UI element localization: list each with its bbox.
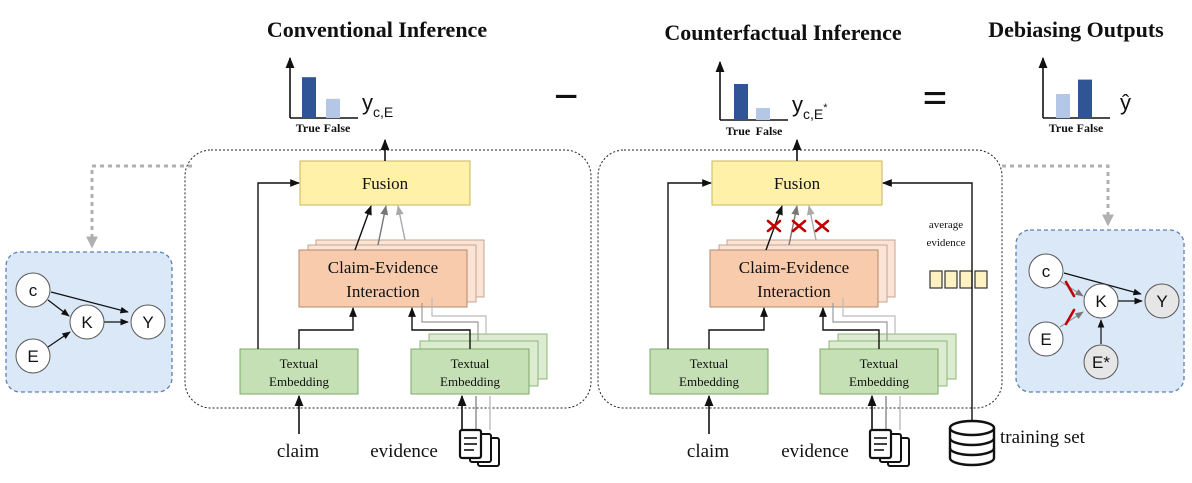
svg-text:Textual: Textual: [451, 356, 490, 371]
interaction-label-line2: Interaction: [346, 282, 420, 301]
claim-input-label: claim: [277, 441, 319, 462]
svg-text:Claim-Evidence: Claim-Evidence: [739, 258, 849, 277]
svg-text:Embedding: Embedding: [440, 374, 500, 389]
tick-label-false: False: [756, 124, 783, 138]
evidence-input-label: evidence: [370, 441, 438, 462]
tick-label-true: True: [1049, 121, 1074, 135]
tick-label-false: False: [324, 121, 351, 135]
dotted-connector-left: [86, 164, 192, 249]
tick-label-true: True: [296, 121, 321, 135]
bar-chart-debiased: True False ŷ: [1038, 56, 1131, 135]
node-y: [1144, 283, 1180, 319]
svg-text:K: K: [81, 313, 93, 332]
dotted-connector-right: [1002, 164, 1114, 227]
minus-operator: −: [553, 72, 578, 121]
average-evidence-label-line1: average: [929, 219, 963, 231]
svg-text:c: c: [1042, 262, 1051, 281]
bar-true: [1056, 94, 1070, 118]
bar-false: [1078, 79, 1092, 118]
node-k: [1083, 283, 1119, 319]
training-set-label: training set: [1000, 427, 1086, 448]
svg-text:Textual: Textual: [280, 356, 319, 371]
output-y-counterfactual: yc,E*: [792, 92, 828, 122]
claim-embedding-box: [239, 348, 359, 395]
bar-true: [734, 84, 748, 120]
svg-text:Embedding: Embedding: [849, 374, 909, 389]
svg-text:Embedding: Embedding: [679, 374, 739, 389]
node-e: [15, 338, 51, 374]
fusion-label: Fusion: [774, 174, 821, 193]
bar-false: [326, 98, 340, 118]
causal-graph-counterfactual: c K Y E E*: [1015, 229, 1185, 393]
svg-text:K: K: [1095, 292, 1107, 311]
svg-text:Interaction: Interaction: [757, 282, 831, 301]
bar-chart-counterfactual: True False yc,E*: [715, 60, 828, 138]
counterfactual-inference-title: Counterfactual Inference: [664, 20, 901, 45]
svg-text:Y: Y: [142, 313, 153, 332]
svg-text:Textual: Textual: [860, 356, 899, 371]
interaction-label-line1: Claim-Evidence: [328, 258, 438, 277]
output-y-conventional: yc,E: [362, 90, 393, 120]
fusion-label: Fusion: [362, 174, 409, 193]
node-k: [69, 304, 105, 340]
node-e-star: [1083, 344, 1119, 380]
svg-text:Y: Y: [1156, 292, 1167, 311]
average-evidence-vector: [929, 270, 988, 289]
fusion-box: [711, 160, 883, 206]
cut-mark: [1064, 308, 1076, 326]
tick-label-true: True: [726, 124, 751, 138]
node-e: [1028, 321, 1064, 357]
database-icon: [948, 419, 996, 467]
bar-true: [302, 77, 316, 118]
svg-text:Embedding: Embedding: [269, 374, 329, 389]
claim-embedding-box: [649, 348, 769, 395]
average-evidence-label-line2: evidence: [926, 237, 965, 249]
cut-mark: [1064, 280, 1076, 298]
svg-text:E: E: [27, 347, 38, 366]
conventional-inference-title: Conventional Inference: [267, 17, 487, 42]
equals-operator: =: [922, 74, 947, 123]
evidence-input-label: evidence: [781, 441, 849, 462]
node-c: [15, 272, 51, 308]
blocked-path-marks: [766, 219, 830, 233]
svg-text:Textual: Textual: [690, 356, 729, 371]
node-y: [130, 304, 166, 340]
svg-text:E: E: [1040, 330, 1051, 349]
svg-text:c: c: [29, 281, 38, 300]
evidence-embedding-box: [410, 348, 530, 395]
causal-graph-conventional: c K Y E: [5, 251, 173, 393]
tick-label-false: False: [1077, 121, 1104, 135]
claim-evidence-interaction-box: [709, 249, 879, 308]
bar-false: [756, 108, 770, 120]
evidence-documents-icon: [868, 428, 910, 467]
counterfactual-model: Fusion Claim-Evidence Interaction Textua…: [597, 138, 1086, 467]
output-y-hat: ŷ: [1120, 90, 1131, 115]
claim-evidence-interaction-box: [298, 249, 468, 308]
bar-chart-conventional: True False yc,E: [285, 56, 393, 135]
conventional-model: Fusion Claim-Evidence Interaction Textua…: [184, 138, 592, 467]
svg-text:E*: E*: [1092, 353, 1110, 372]
debiasing-outputs-title: Debiasing Outputs: [988, 17, 1164, 42]
node-c: [1028, 253, 1064, 289]
claim-input-label: claim: [687, 441, 729, 462]
fusion-box: [299, 160, 471, 206]
evidence-documents-icon: [458, 428, 500, 467]
